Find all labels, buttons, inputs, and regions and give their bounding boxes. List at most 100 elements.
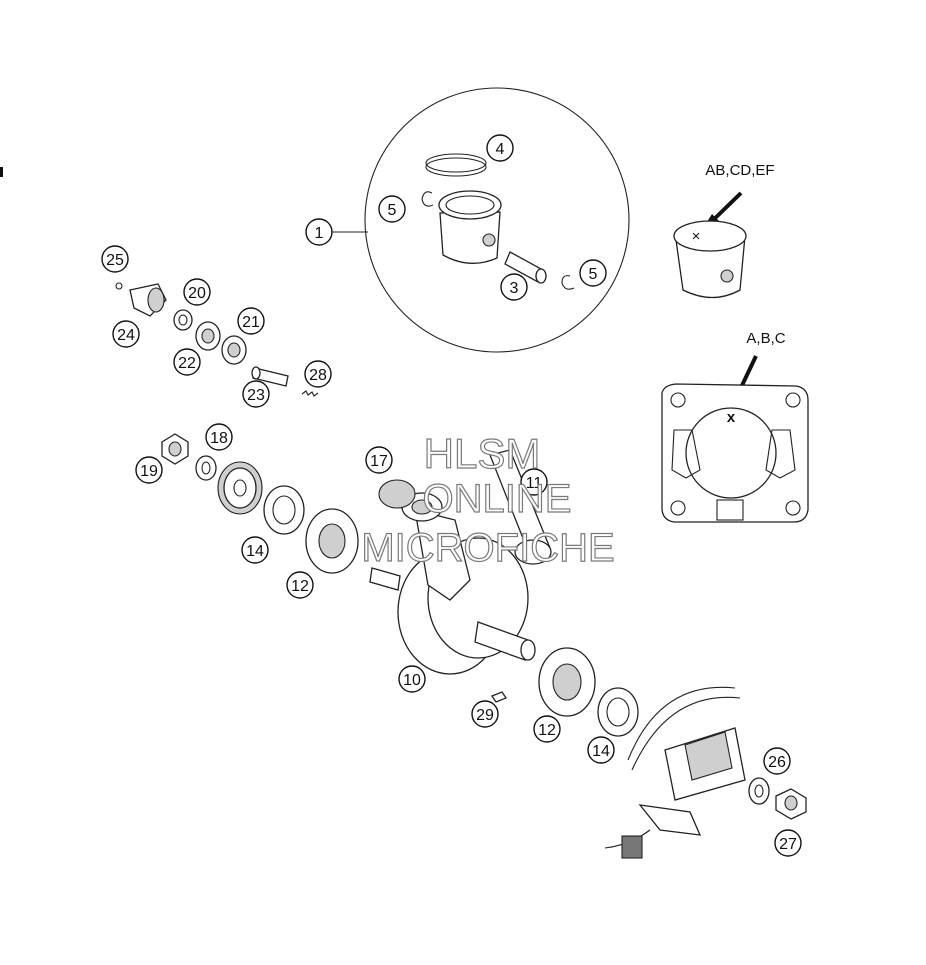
- gasket-port-bottom: [716, 499, 744, 521]
- callout-12-left: 12: [286, 571, 314, 599]
- callout-24: 24: [112, 320, 140, 348]
- part-20-hole: [178, 314, 188, 326]
- part-28-spring: [301, 390, 319, 397]
- callout-29: 29: [471, 700, 499, 728]
- piston-code-label: AB,CD,EF: [705, 162, 774, 179]
- cylinder-mark: x: [727, 409, 736, 426]
- circlip-right: [561, 275, 575, 290]
- callout-22-label: 22: [178, 355, 196, 372]
- stator-cable-grommet: [638, 804, 702, 836]
- callout-23-label: 23: [247, 387, 265, 404]
- primary-gear-face: [223, 467, 257, 509]
- piston-detail-bore: [720, 269, 734, 283]
- callout-27: 27: [774, 829, 802, 857]
- part-14-seal-right: [597, 687, 639, 737]
- piston-crown-inner: [445, 195, 495, 215]
- piston-ring-upper: [425, 153, 487, 173]
- right-crank-side: [491, 647, 639, 737]
- callout-12-left-label: 12: [291, 578, 309, 595]
- callout-24-label: 24: [117, 327, 135, 344]
- callout-11: 11: [520, 468, 548, 496]
- con-rod-small-end-hole: [411, 499, 433, 515]
- con-rod: [414, 509, 471, 601]
- small-parts-group: [115, 282, 319, 397]
- callout-17: 17: [365, 446, 393, 474]
- callout-28-label: 28: [309, 367, 327, 384]
- callout-18-label: 18: [210, 430, 228, 447]
- callout-10: 10: [398, 665, 426, 693]
- watermark-line3: MICROFICHE: [361, 526, 614, 570]
- part-21-inner: [227, 342, 241, 358]
- piston-assembly: [332, 87, 630, 353]
- callout-26: 26: [763, 747, 791, 775]
- callout-14-right: 14: [587, 736, 615, 764]
- stator-coil-winding: [684, 731, 733, 781]
- part-24-hub: [147, 287, 165, 313]
- part-23-end: [251, 366, 261, 380]
- primary-gear-hole: [233, 479, 247, 497]
- callout-14-right-label: 14: [592, 743, 610, 760]
- part-14-seal-right-hole: [606, 697, 630, 727]
- part-14-seal-left-hole: [272, 495, 296, 525]
- piston-group-circle: [364, 87, 630, 353]
- gasket-stud-hole-br: [785, 500, 801, 516]
- piston-body: [439, 211, 501, 264]
- callout-20-label: 20: [188, 285, 206, 302]
- callout-4: 4: [486, 134, 514, 162]
- callout-3-label: 3: [510, 280, 519, 297]
- callout-5-right: 5: [579, 259, 607, 287]
- callout-29-label: 29: [476, 707, 494, 724]
- piston-pin-bore: [482, 233, 496, 247]
- callout-4-label: 4: [496, 141, 505, 158]
- part-25-clip: [115, 282, 123, 290]
- gasket-bore: [685, 407, 777, 499]
- piston-detail-crown: [673, 220, 747, 252]
- piston-crown: [438, 190, 502, 220]
- crank-left-stub: [369, 567, 401, 591]
- part-18-hole: [201, 461, 211, 475]
- callout-5-left-label: 5: [388, 202, 397, 219]
- stator-connector: [621, 835, 643, 859]
- piston-mark: ×: [692, 228, 701, 245]
- callout-12-right-label: 12: [538, 722, 556, 739]
- stator-assembly: [604, 686, 807, 859]
- callouts: 1 3 4 5 5 10 11 12 12 14 14 17 18 19 20 …: [101, 134, 802, 857]
- part-12-bearing-right-inner: [552, 663, 582, 701]
- part-19-nut-hole: [168, 441, 182, 457]
- watermark: HLSM ONLINE MICROFICHE: [361, 429, 616, 570]
- callout-5-left: 5: [378, 195, 406, 223]
- crank-right-end: [520, 639, 536, 661]
- callout-25-label: 25: [106, 252, 124, 269]
- callout-27-label: 27: [779, 836, 797, 853]
- crank-right-stub: [474, 621, 529, 661]
- callout-14-left-label: 14: [246, 543, 264, 560]
- gasket-stud-hole-tl: [670, 392, 686, 408]
- part-12-bearing-left-inner: [318, 523, 346, 559]
- callout-28: 28: [304, 360, 332, 388]
- piston-pin-end: [535, 268, 547, 284]
- crankshaft-assembly: [369, 449, 552, 675]
- part-26-washer: [748, 777, 770, 805]
- part-17-needle-bearing: [378, 479, 416, 509]
- cylinder-code-label: A,B,C: [746, 330, 785, 347]
- callout-26-label: 26: [768, 754, 786, 771]
- watermark-line1: HLSM: [424, 430, 541, 477]
- callout-14-left: 14: [241, 536, 269, 564]
- part-26-hole: [754, 784, 764, 798]
- piston-marking-detail: AB,CD,EF ×: [673, 162, 775, 299]
- part-22-inner: [201, 328, 215, 344]
- callout-19: 19: [135, 456, 163, 484]
- gasket-port-right: [765, 429, 796, 479]
- piston-ring-lower: [425, 157, 487, 177]
- callout-22: 22: [173, 348, 201, 376]
- callout-20: 20: [183, 278, 211, 306]
- gasket-stud-hole-bl: [670, 500, 686, 516]
- con-rod-detail-big-end: [514, 539, 552, 565]
- circlip-left: [421, 191, 434, 207]
- part-27-nut-hole: [784, 795, 798, 811]
- callout-19-label: 19: [140, 463, 158, 480]
- callout-23: 23: [242, 380, 270, 408]
- edge-tick: [0, 167, 3, 177]
- part-29-key: [491, 691, 507, 703]
